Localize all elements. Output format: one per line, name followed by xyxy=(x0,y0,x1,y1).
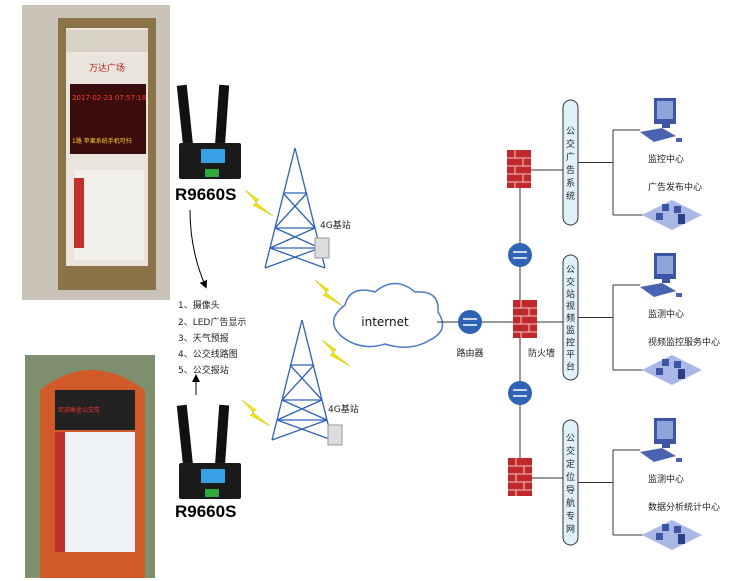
terminal-label: 监控中心 xyxy=(648,153,684,165)
firewall-icon xyxy=(512,299,538,339)
terminal-label: 视频监控服务中心 xyxy=(648,336,720,348)
feature-item: 5、公交报站 xyxy=(178,364,229,376)
system-name-char: 公 xyxy=(566,433,575,444)
terminal-label: 广告发布中心 xyxy=(648,181,702,193)
computer-icon xyxy=(640,418,682,462)
feature-item: 3、天气预报 xyxy=(178,332,229,344)
system-name-char: 网 xyxy=(566,524,575,535)
router-label: 路由器 xyxy=(456,347,483,359)
internet-label: internet xyxy=(361,315,409,329)
system-name-char: 统 xyxy=(566,190,575,202)
system-name-char: 系 xyxy=(566,178,575,189)
computer-icon xyxy=(640,98,682,142)
system-name-char: 视 xyxy=(566,300,575,312)
wireless-signal-icon xyxy=(321,339,351,367)
4g-tower-bottom xyxy=(271,319,333,441)
4g-router-bottom xyxy=(176,404,241,499)
arrow-down xyxy=(189,209,208,289)
sign-datetime: 2017-02-23 07:57:18 xyxy=(72,94,146,102)
terminal-label: 监测中心 xyxy=(648,308,684,320)
system-name-char: 站 xyxy=(566,288,575,300)
feature-list: 1、摄像头 2、LED广告显示 3、天气预报 4、公交线路图 5、公交报站 xyxy=(178,299,246,376)
system-name-char: 公 xyxy=(566,265,575,276)
feature-item: 4、公交线路图 xyxy=(178,348,238,360)
base-station-label: 4G基站 xyxy=(320,219,351,231)
system-name-char: 广 xyxy=(566,151,575,163)
router-label-bottom: R9660S xyxy=(175,502,236,521)
feature-item: 2、LED广告显示 xyxy=(178,316,246,328)
system-name-char: 交 xyxy=(566,276,575,288)
firewall-icon xyxy=(506,149,532,189)
router-icon xyxy=(507,380,533,406)
system-name-char: 平 xyxy=(566,349,575,360)
wireless-signal-icon xyxy=(314,279,344,307)
system-name-char: 监 xyxy=(566,324,575,336)
firewall-label: 防火墙 xyxy=(528,347,555,359)
system-name-char: 交 xyxy=(566,138,575,150)
system-name-char: 定 xyxy=(566,458,575,470)
system-name-char: 交 xyxy=(566,445,575,457)
system-name-char: 台 xyxy=(566,361,575,373)
sign-scroll: 1路 苹果系统手机可扫 xyxy=(72,137,132,145)
computer-icon xyxy=(640,253,682,297)
router-label-top: R9660S xyxy=(175,185,236,204)
server-cluster-icon xyxy=(642,200,702,230)
internet-cloud xyxy=(332,282,444,348)
feature-item: 1、摄像头 xyxy=(178,299,220,311)
system-name-char: 导 xyxy=(566,485,575,496)
sign-scroll: 欢迎乘坐公交车 xyxy=(58,406,100,414)
system-name-char: 频 xyxy=(566,312,575,324)
wireless-signal-icon xyxy=(241,399,271,427)
system-name-char: 公 xyxy=(566,126,575,137)
system-name-char: 航 xyxy=(566,497,575,509)
sign-title: 万达广场 xyxy=(89,62,125,74)
base-station-label: 4G基站 xyxy=(328,403,359,415)
bus-stop-sign-photo-bottom: 欢迎乘坐公交车 xyxy=(25,355,155,578)
4g-router-top xyxy=(176,84,241,179)
terminal-label: 数据分析统计中心 xyxy=(648,501,720,513)
system-name-char: 告 xyxy=(566,164,575,176)
server-cluster-icon xyxy=(642,520,702,550)
system-name-char: 控 xyxy=(566,336,575,348)
system-name-char: 位 xyxy=(566,471,575,483)
wireless-signal-icon xyxy=(244,189,274,217)
terminal-label: 监测中心 xyxy=(648,473,684,485)
bus-stop-sign-photo-top: 万达广场 2017-02-23 07:57:18 1路 苹果系统手机可扫 xyxy=(22,5,170,300)
router-icon xyxy=(457,309,483,335)
system-name-char: 专 xyxy=(566,510,575,522)
server-cluster-icon xyxy=(642,355,702,385)
firewall-icon xyxy=(507,457,533,497)
router-icon xyxy=(507,242,533,268)
base-station-box xyxy=(314,237,330,259)
base-station-box xyxy=(327,424,343,446)
